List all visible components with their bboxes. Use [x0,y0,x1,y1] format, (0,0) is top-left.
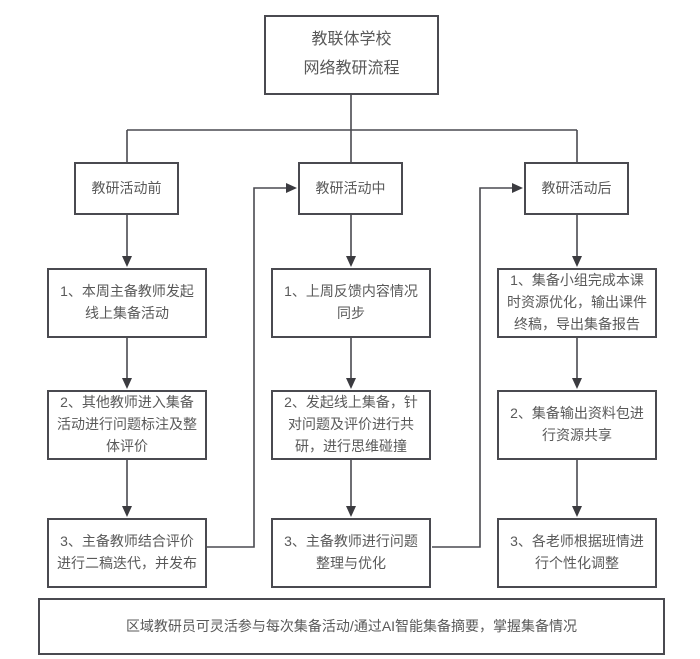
step-after-1: 1、集备小组完成本课时资源优化，输出课件终稿，导出集备报告 [497,268,657,338]
phase-header-during: 教研活动中 [298,162,403,215]
step-during-2: 2、发起线上集备，针对问题及评价进行共研，进行思维碰撞 [271,390,431,460]
phase-header-after: 教研活动后 [524,162,629,215]
step-during-3: 3、主备教师进行问题整理与优化 [271,518,431,588]
diagram-title-box: 教联体学校 网络教研流程 [264,15,439,95]
arrowheads [122,183,582,517]
connector-col2-to-col3 [432,187,513,548]
step-after-2: 2、集备输出资料包进行资源共享 [497,390,657,460]
step-before-2: 2、其他教师进入集备活动进行问题标注及整体评价 [47,390,207,460]
connector-col1-to-col2 [207,187,287,548]
footer-note-box: 区域教研员可灵活参与每次集备活动/通过AI智能集备摘要，掌握集备情况 [38,598,665,655]
diagram-title-line2: 网络教研流程 [303,60,400,77]
step-during-1: 1、上周反馈内容情况同步 [271,268,431,338]
diagram-title-line1: 教联体学校 [311,31,392,49]
phase-header-before: 教研活动前 [74,162,179,215]
step-before-1: 1、本周主备教师发起线上集备活动 [47,268,207,338]
step-before-3: 3、主备教师结合评价进行二稿迭代，并发布 [47,518,207,588]
step-after-3: 3、各老师根据班情进行个性化调整 [497,518,657,588]
